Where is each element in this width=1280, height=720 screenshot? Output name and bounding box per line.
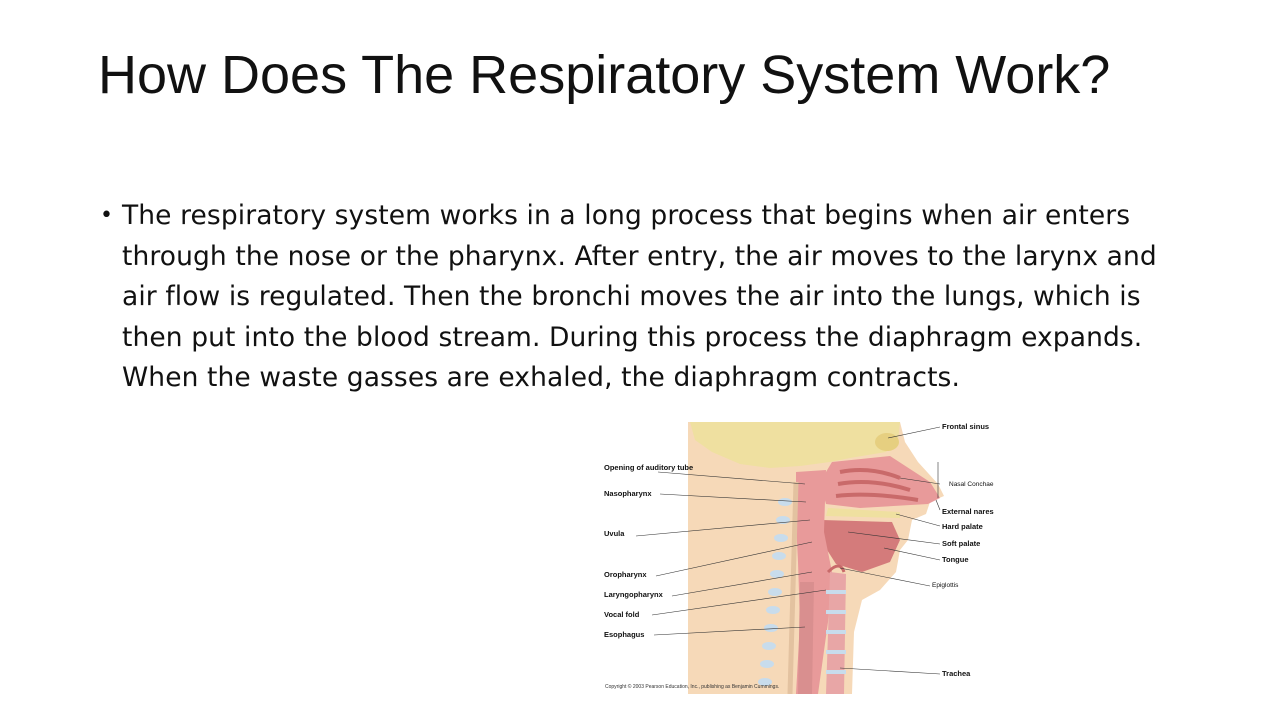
label-soft-palate: Soft palate	[942, 539, 981, 548]
hard-palate-shape	[826, 508, 900, 518]
right-leader-lines	[839, 426, 941, 675]
nasal-concha-2	[837, 480, 911, 492]
bullet-item: • The respiratory system works in a long…	[100, 196, 1180, 399]
label-tongue: Tongue	[942, 555, 969, 564]
left-leader-lines	[635, 471, 827, 636]
label-hard-palate: Hard palate	[942, 522, 983, 531]
label-trachea: Trachea	[942, 669, 971, 678]
label-oropharynx: Oropharynx	[604, 570, 647, 579]
trachea-rings	[826, 590, 846, 674]
anatomy-illustration	[635, 422, 944, 694]
slide-title: How Does The Respiratory System Work?	[98, 45, 1111, 105]
bullet-text: The respiratory system works in a long p…	[122, 200, 1157, 394]
label-external-nares: External nares	[942, 507, 994, 516]
frontal-sinus-shape	[875, 433, 899, 451]
figure-copyright: Copyright © 2003 Pearson Education, Inc.…	[605, 684, 780, 690]
label-uvula: Uvula	[604, 529, 625, 538]
spinal-cord	[787, 481, 799, 694]
label-nasopharynx: Nasopharynx	[604, 489, 652, 498]
tongue-shape	[822, 520, 900, 572]
esophagus-shape	[798, 582, 814, 694]
skull-bone	[690, 422, 900, 468]
epiglottis-shape	[826, 564, 846, 574]
label-esophagus: Esophagus	[604, 630, 645, 639]
label-laryngopharynx: Laryngopharynx	[604, 590, 663, 599]
label-vocal-fold: Vocal fold	[604, 610, 640, 619]
bullet-icon: •	[100, 203, 114, 228]
vertebral-column	[758, 498, 792, 686]
respiratory-anatomy-figure: Opening of auditory tube Nasopharynx Uvu…	[600, 422, 1010, 694]
label-opening-auditory-tube: Opening of auditory tube	[604, 463, 694, 472]
label-frontal-sinus: Frontal sinus	[942, 422, 990, 431]
label-epiglottis: Epiglottis	[932, 582, 959, 589]
nasal-concha-3	[835, 492, 919, 502]
label-nasal-conchae: Nasal Conchae	[949, 481, 994, 488]
bullet-list: • The respiratory system works in a long…	[100, 196, 1180, 399]
nasal-concha-1	[839, 468, 901, 480]
